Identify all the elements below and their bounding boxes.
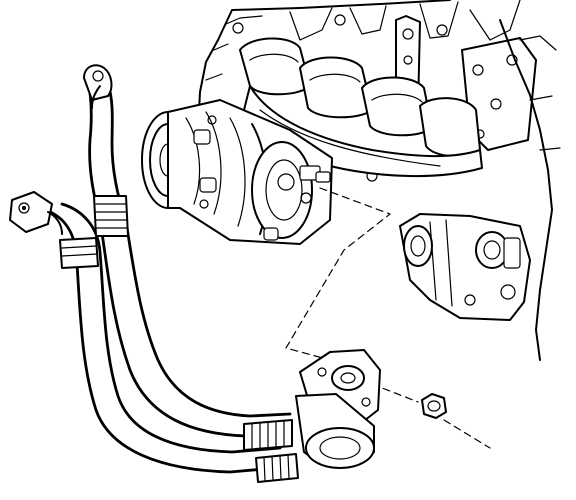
leader-lines bbox=[285, 187, 491, 449]
starter-motor bbox=[399, 213, 531, 321]
hose-block-fitting bbox=[295, 349, 381, 469]
ac-compressor bbox=[141, 99, 333, 245]
mounting-nut bbox=[421, 393, 447, 419]
hose-assembly bbox=[9, 64, 299, 483]
